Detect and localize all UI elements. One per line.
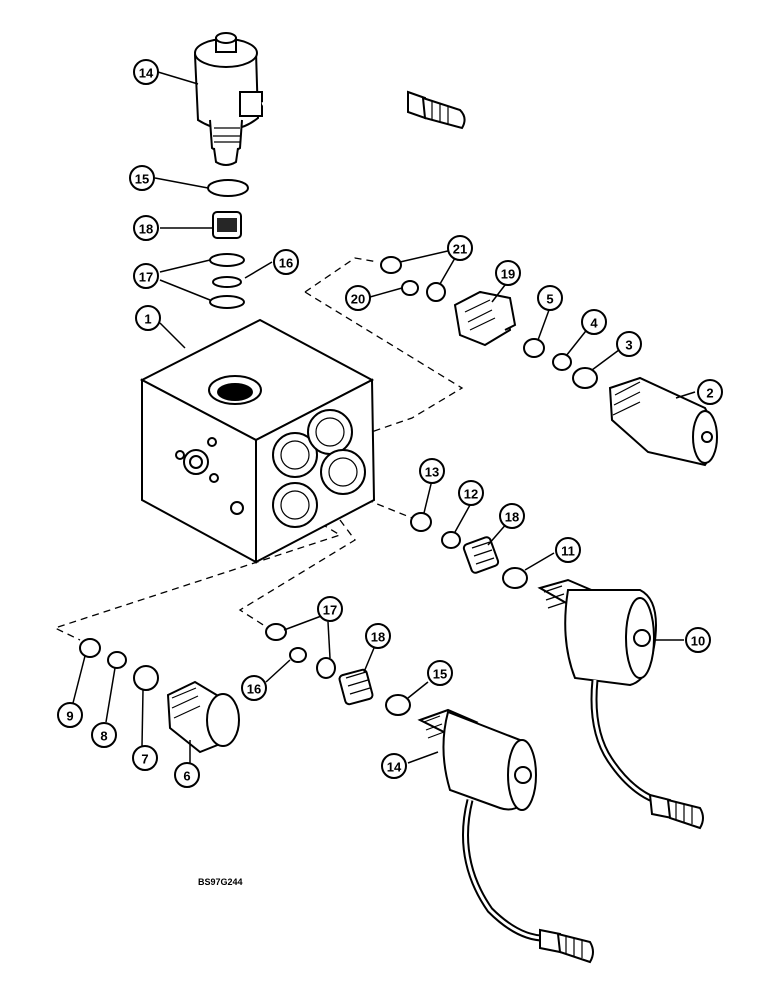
callout-label: 5 [546,292,553,307]
callout-circle [555,537,581,563]
callout-layer: 14 15 18 16 17 1 21 20 19 5 4 3 2 13 12 18 11 10 17 18 15 16 9… [57,59,723,788]
callout-label: 18 [505,510,519,525]
callout-circle [381,753,407,779]
callout-circle [133,263,159,289]
callout-circle [133,59,159,85]
callout-21: 21 [447,235,473,261]
callout-circle [57,702,83,728]
callout-15: 15 [129,165,155,191]
callout-15: 15 [427,660,453,686]
callout-4: 4 [581,309,607,335]
callout-circle [581,309,607,335]
callout-circle [135,305,161,331]
plug-group-left [79,638,240,754]
callout-circle [129,165,155,191]
leader-lines [72,71,696,764]
callout-17: 17 [133,263,159,289]
callout-10: 10 [685,627,711,653]
callout-9: 9 [57,702,83,728]
solenoid-group-right [410,512,704,830]
callout-label: 14 [387,760,402,775]
callout-17: 17 [317,596,343,622]
callout-circle [499,503,525,529]
callout-label: 16 [247,682,261,697]
callout-circle [91,722,117,748]
callout-circle [273,249,299,275]
callout-label: 18 [139,222,153,237]
callout-label: 15 [135,172,149,187]
callout-circle [174,762,200,788]
callout-circle [495,260,521,286]
solenoid-coil-top [193,32,466,166]
callout-label: 3 [625,338,632,353]
callout-label: 9 [66,709,73,724]
callout-14: 14 [133,59,159,85]
callout-label: 14 [139,66,154,81]
callout-3: 3 [616,331,642,357]
callout-label: 16 [279,256,293,271]
callout-18: 18 [133,215,159,241]
callout-circle [345,285,371,311]
callout-circle [132,745,158,771]
callout-12: 12 [458,480,484,506]
figure-code: BS97G244 [198,877,243,887]
callout-6: 6 [174,762,200,788]
callout-16: 16 [241,675,267,701]
callout-label: 6 [183,769,190,784]
callout-2: 2 [697,379,723,405]
callout-circle [427,660,453,686]
callout-8: 8 [91,722,117,748]
callout-18: 18 [499,503,525,529]
callout-label: 7 [141,752,148,767]
callout-label: 20 [351,292,365,307]
callout-circle [317,596,343,622]
callout-5: 5 [537,285,563,311]
callout-label: 15 [433,667,447,682]
callout-circle [697,379,723,405]
callout-7: 7 [132,745,158,771]
callout-14: 14 [381,753,407,779]
callout-circle [537,285,563,311]
callout-label: 17 [139,270,153,285]
callout-circle [616,331,642,357]
callout-label: 19 [501,267,515,282]
callout-circle [447,235,473,261]
callout-circle [133,215,159,241]
callout-11: 11 [555,537,581,563]
callout-label: 11 [561,544,575,559]
callout-label: 1 [144,312,151,327]
callout-circle [419,458,445,484]
callout-circle [241,675,267,701]
solenoid-group-bottom [265,623,594,964]
callout-label: 12 [464,487,478,502]
callout-circle [365,623,391,649]
callout-label: 21 [453,242,467,257]
callout-circle [685,627,711,653]
callout-circle [458,480,484,506]
callout-label: 10 [691,634,705,649]
callout-label: 2 [706,386,713,401]
callout-18: 18 [365,623,391,649]
callout-label: 4 [590,316,598,331]
callout-13: 13 [419,458,445,484]
callout-16: 16 [273,249,299,275]
callout-label: 8 [100,729,107,744]
o-rings-top-stack [207,179,249,309]
callout-label: 18 [371,630,385,645]
callout-20: 20 [345,285,371,311]
valve-block [139,318,376,564]
callout-19: 19 [495,260,521,286]
callout-label: 17 [323,603,337,618]
relief-valve-group [380,256,718,467]
callout-1: 1 [135,305,161,331]
callout-label: 13 [425,465,439,480]
